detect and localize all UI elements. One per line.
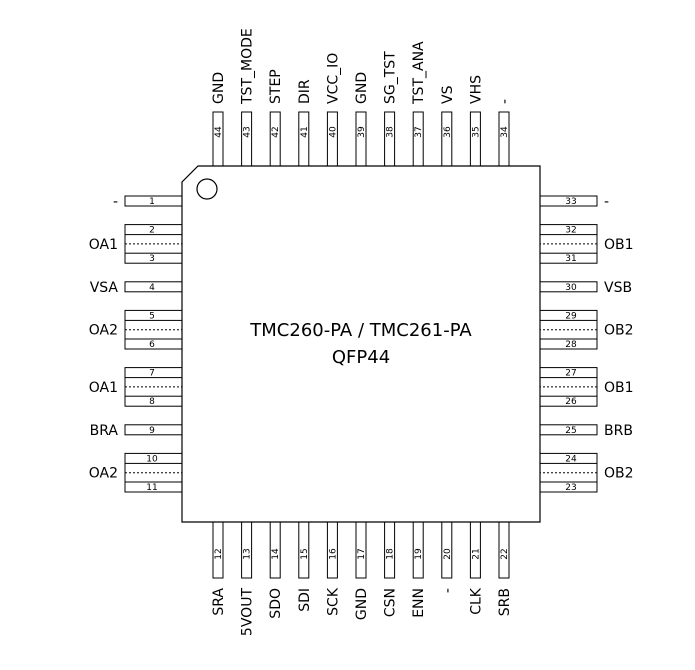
pin-label: SRB	[497, 588, 513, 616]
chip-title: TMC260-PA / TMC261-PA	[249, 320, 472, 341]
pin-number: 12	[214, 548, 224, 559]
pin-number: 4	[149, 283, 155, 293]
pin-group-label: OB2	[604, 323, 634, 339]
pin-36	[441, 111, 453, 168]
pin-number: 24	[565, 454, 577, 464]
pin-number: 7	[149, 369, 155, 379]
pin-number: 34	[500, 126, 510, 138]
pin-group-label: OA2	[89, 323, 118, 339]
pin-label: SG_TST	[383, 51, 399, 104]
chip-package: QFP44	[332, 347, 390, 368]
pin-number: 9	[149, 426, 155, 436]
pin-38	[384, 111, 396, 168]
pin-number: 42	[271, 126, 281, 137]
pin-number: 28	[565, 340, 577, 350]
pin-number: 41	[300, 126, 310, 137]
pin-label: -	[113, 194, 118, 210]
pin-number: 25	[565, 426, 576, 436]
pin-number: 15	[300, 548, 310, 559]
pin-label: -	[440, 588, 456, 593]
pin-label: VSB	[604, 280, 632, 296]
pin-label: DIR	[297, 79, 313, 104]
pin-number: 6	[149, 340, 155, 350]
pin-label: STEP	[268, 69, 284, 104]
pin-number: 33	[565, 197, 576, 207]
pin-number: 27	[565, 369, 576, 379]
pin-number: 40	[328, 126, 338, 138]
pin-number: 35	[471, 126, 481, 137]
pin-number: 23	[565, 483, 576, 493]
pin-label: GND	[354, 588, 370, 620]
pin-label: SDI	[297, 588, 313, 612]
pin-label: -	[604, 194, 609, 210]
pin-number: 20	[443, 548, 453, 560]
pin-number: 14	[271, 548, 281, 560]
pin-35	[469, 111, 481, 168]
pin-label: 5VOUT	[240, 588, 256, 637]
pin-37	[412, 111, 424, 168]
pin1-marker-dot	[196, 178, 218, 200]
pin-number: 32	[565, 226, 576, 236]
pin-label: CSN	[383, 588, 399, 617]
pin-number: 37	[414, 126, 424, 137]
pin-number: 26	[565, 397, 577, 407]
pin-number: 11	[146, 483, 157, 493]
pin-41	[298, 111, 310, 168]
pin-label: SCK	[325, 587, 341, 616]
chip-body	[181, 165, 541, 523]
pin-number: 5	[149, 311, 155, 321]
pin-number: 16	[328, 548, 338, 560]
pin-number: 44	[214, 126, 224, 138]
pin-label: GND	[354, 72, 370, 104]
pin-label: GND	[211, 72, 227, 104]
pin-group-label: OB1	[604, 380, 634, 396]
pin-number: 3	[149, 254, 155, 264]
pin-group-label: OA1	[89, 380, 118, 396]
pin-group-label: OB1	[604, 237, 634, 253]
pin-34	[498, 111, 510, 168]
pin-label: -	[497, 99, 513, 104]
pin-40	[326, 111, 338, 168]
pin-39	[355, 111, 367, 168]
pin-number: 39	[357, 126, 367, 138]
pin-label: TST_MODE	[240, 28, 256, 105]
pin-label: VHS	[468, 75, 484, 104]
labels-layer: 1-234VSA56789BRA1011OA1OA2OA1OA233-32313…	[89, 28, 634, 636]
pin-label: TST_ANA	[411, 41, 427, 105]
pin-label: CLK	[468, 587, 484, 615]
pin-group-label: OA2	[89, 466, 118, 482]
pin-label: BRA	[90, 423, 119, 439]
pin-number: 22	[500, 548, 510, 559]
pin-label: BRB	[604, 423, 633, 439]
pin-label: ENN	[411, 588, 427, 618]
pin-43	[241, 111, 253, 168]
pin-44	[212, 111, 224, 168]
pin-group-label: OB2	[604, 466, 634, 482]
pin-label: SDO	[268, 588, 284, 619]
pin-number: 19	[414, 548, 424, 560]
pin-number: 43	[243, 126, 253, 137]
pin-number: 38	[386, 126, 396, 138]
pin-label: VCC_IO	[325, 53, 341, 104]
pin-number: 10	[146, 454, 158, 464]
pin-number: 21	[471, 548, 481, 559]
pin-number: 8	[149, 397, 155, 407]
pin-group-label: OA1	[89, 237, 118, 253]
pin-label: SRA	[211, 588, 227, 616]
pin-number: 17	[357, 548, 367, 559]
pin-number: 2	[149, 226, 155, 236]
pin-number: 31	[565, 254, 576, 264]
pin-42	[269, 111, 281, 168]
pin-number: 30	[565, 283, 577, 293]
pin-label: VS	[440, 85, 456, 104]
pin-number: 13	[243, 548, 253, 559]
pin-number: 36	[443, 126, 453, 138]
pin-number: 29	[565, 311, 577, 321]
pin-number: 18	[386, 548, 396, 560]
pin-label: VSA	[90, 280, 119, 296]
pin-number: 1	[149, 197, 155, 207]
